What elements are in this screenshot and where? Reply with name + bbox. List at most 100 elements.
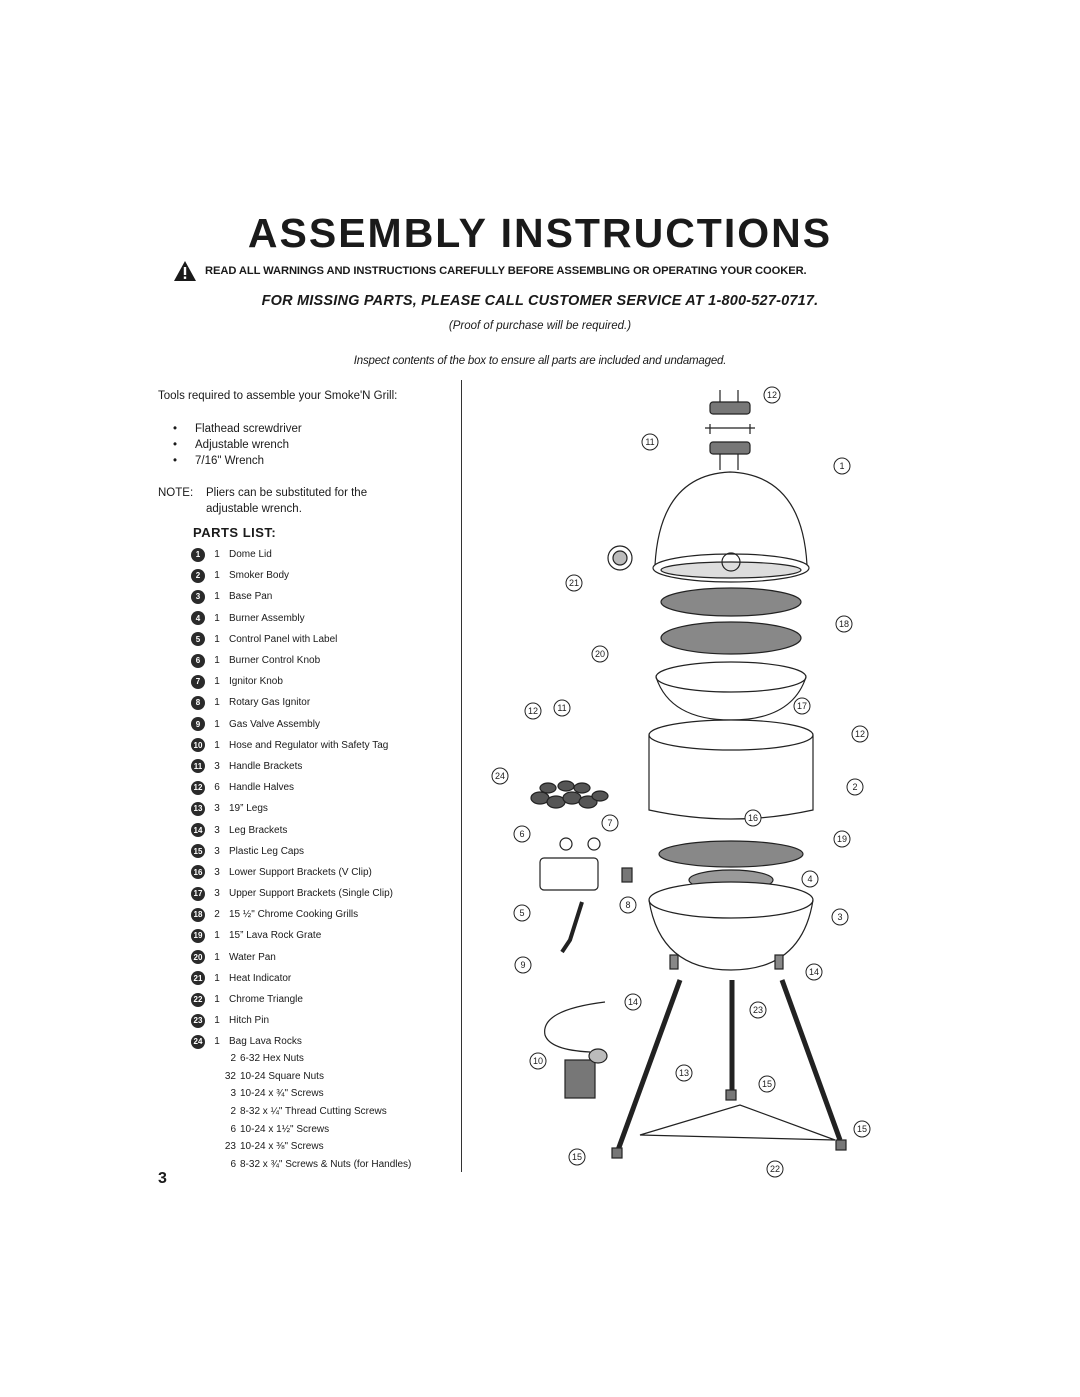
part-callout: 16: [744, 809, 762, 827]
part-name: Burner Control Knob: [229, 655, 321, 667]
proof-of-purchase-note: (Proof of purchase will be required.): [448, 320, 632, 332]
part-callout: 1: [833, 457, 851, 475]
part-quantity: 1: [214, 697, 220, 709]
svg-text:15: 15: [572, 1152, 582, 1162]
hardware-name: 8-32 x ¼" Thread Cutting Screws: [240, 1106, 387, 1118]
part-number-badge: 23: [191, 1013, 205, 1028]
part-name: Water Pan: [229, 951, 276, 963]
part-callout: 11: [641, 433, 659, 451]
part-number-badge: 16: [191, 865, 205, 880]
svg-text:11: 11: [645, 437, 654, 447]
svg-text:20: 20: [595, 649, 605, 659]
part-callout: 23: [749, 1001, 767, 1019]
tools-note: NOTE: Pliers can be substituted for the …: [158, 485, 416, 517]
part-callout: 15: [568, 1148, 586, 1166]
part-name: Handle Brackets: [229, 760, 303, 772]
part-number-badge: 10: [191, 738, 205, 753]
hardware-name: 10-24 x 1½" Screws: [240, 1123, 330, 1135]
svg-text:15: 15: [857, 1124, 867, 1134]
hardware-name: 10-24 x ¾" Screws: [240, 1088, 324, 1100]
part-callout: 12: [851, 725, 869, 743]
part-number-badge: 15: [191, 844, 205, 859]
svg-text:22: 22: [770, 1164, 780, 1174]
part-name: Control Panel with Label: [229, 633, 338, 645]
part-quantity: 1: [214, 739, 220, 751]
part-callout: 24: [491, 767, 509, 785]
part-name: Plastic Leg Caps: [229, 845, 305, 857]
part-callout: 6: [513, 825, 531, 843]
part-number-badge: 6: [191, 653, 205, 668]
list-item: •7/16" Wrench: [173, 455, 265, 467]
part-callout: 7: [601, 814, 619, 832]
list-item: •Flathead screwdriver: [173, 423, 302, 435]
svg-text:9: 9: [520, 960, 525, 970]
note-label: NOTE:: [158, 487, 194, 499]
svg-text:12: 12: [528, 706, 538, 716]
part-quantity: 1: [214, 591, 220, 603]
hardware-name: 8-32 x ¾" Screws & Nuts (for Handles): [240, 1158, 412, 1170]
part-callout: 10: [529, 1052, 547, 1070]
tools-list: •Flathead screwdriver •Adjustable wrench…: [173, 421, 302, 469]
part-callout: 17: [793, 697, 811, 715]
part-name: 19” Legs: [229, 803, 268, 815]
part-number-badge: 11: [191, 759, 205, 774]
svg-text:11: 11: [557, 703, 566, 713]
part-callout: 15: [853, 1120, 871, 1138]
part-name: 15 ½" Chrome Cooking Grills: [229, 909, 359, 921]
part-name: Ignitor Knob: [229, 676, 283, 688]
part-quantity: 1: [214, 718, 220, 730]
part-quantity: 1: [214, 972, 220, 984]
warning-row: READ ALL WARNINGS AND INSTRUCTIONS CAREF…: [173, 260, 893, 282]
svg-text:18: 18: [839, 619, 849, 629]
part-quantity: 3: [214, 760, 220, 772]
page-title: ASSEMBLY INSTRUCTIONS: [247, 210, 833, 256]
svg-text:14: 14: [809, 967, 819, 977]
part-name: Lower Support Brackets (V Clip): [229, 866, 372, 878]
hardware-quantity: 32: [224, 1070, 236, 1082]
part-name: Gas Valve Assembly: [229, 718, 320, 730]
svg-text:23: 23: [753, 1005, 763, 1015]
part-number-badge: 21: [191, 971, 205, 986]
svg-text:12: 12: [855, 729, 865, 739]
part-number-badge: 3: [191, 589, 205, 604]
part-number-badge: 14: [191, 823, 205, 838]
hardware-quantity: 2: [230, 1053, 236, 1065]
part-number-badge: 2: [191, 568, 205, 583]
svg-text:16: 16: [748, 813, 758, 823]
warning-icon: [174, 261, 196, 281]
svg-text:13: 13: [679, 1068, 689, 1078]
part-quantity: 3: [214, 803, 220, 815]
part-name: Hitch Pin: [229, 1015, 270, 1027]
missing-parts-notice: FOR MISSING PARTS, PLEASE CALL CUSTOMER …: [261, 293, 819, 309]
part-callout: 14: [805, 963, 823, 981]
part-callout: 4: [801, 870, 819, 888]
hardware-name: 10-24 Square Nuts: [240, 1070, 324, 1082]
part-number-badge: 22: [191, 992, 205, 1007]
part-quantity: 3: [214, 824, 220, 836]
part-name: Rotary Gas Ignitor: [229, 697, 311, 709]
part-name: Upper Support Brackets (Single Clip): [229, 888, 393, 900]
part-callout: 12: [524, 702, 542, 720]
part-name: Smoker Body: [229, 570, 290, 582]
parts-list-title: PARTS LIST:: [193, 525, 277, 540]
inspect-contents-note: Inspect contents of the box to ensure al…: [353, 355, 727, 367]
part-quantity: 1: [214, 633, 220, 645]
